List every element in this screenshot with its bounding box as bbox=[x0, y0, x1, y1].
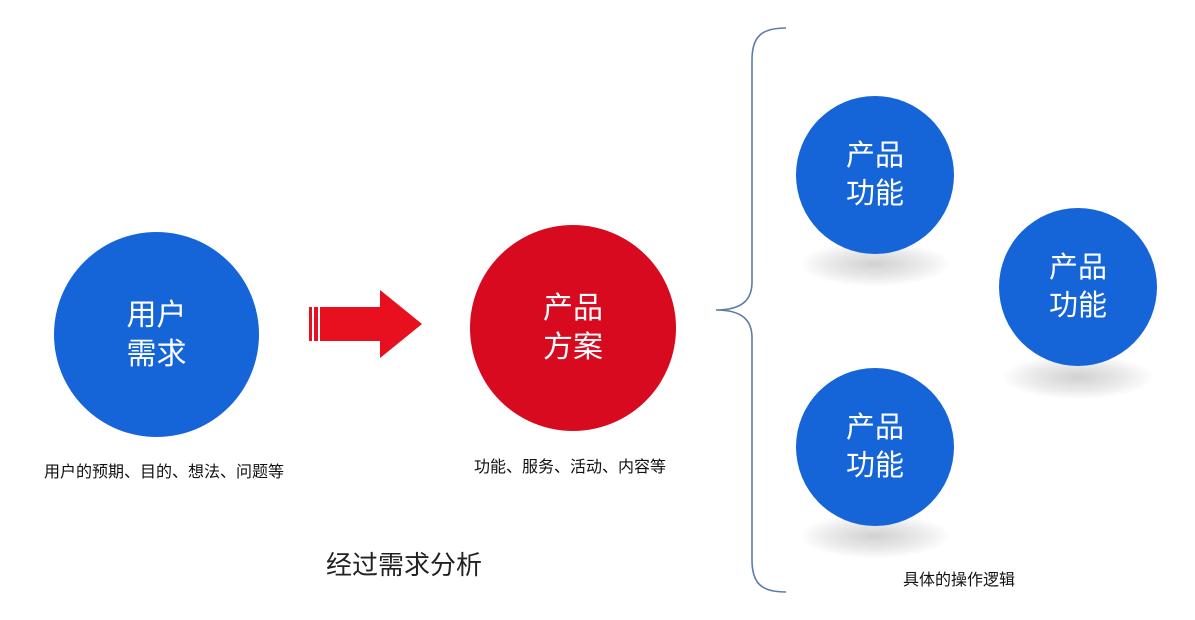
feature-1-line2: 功能 bbox=[845, 176, 904, 210]
product-plan-line1: 产品 bbox=[543, 291, 603, 326]
user-need-caption: 用户的预期、目的、想法、问题等 bbox=[44, 462, 285, 481]
curly-brace-icon bbox=[715, 27, 787, 593]
feature-3-line2: 功能 bbox=[845, 448, 904, 482]
user-need-line1: 用户 bbox=[126, 297, 187, 333]
feature-node-2: 产品 功能 bbox=[999, 208, 1157, 366]
right-arrow-icon bbox=[309, 290, 422, 358]
product-plan-caption: 功能、服务、活动、内容等 bbox=[474, 457, 667, 476]
feature-2-line2: 功能 bbox=[1048, 288, 1107, 322]
feature-2-line1: 产品 bbox=[1048, 250, 1107, 285]
feature-1-line1: 产品 bbox=[845, 138, 904, 173]
product-plan-line2: 方案 bbox=[543, 330, 603, 365]
feature-node-1: 产品 功能 bbox=[796, 96, 954, 254]
user-need-node: 用户 需求 bbox=[54, 232, 259, 437]
product-plan-node: 产品 方案 bbox=[470, 225, 676, 431]
feature-3-line1: 产品 bbox=[845, 410, 904, 445]
user-need-line2: 需求 bbox=[126, 336, 187, 372]
logic-label: 具体的操作逻辑 bbox=[903, 570, 1016, 589]
feature-node-3: 产品 功能 bbox=[796, 368, 954, 526]
analysis-label: 经过需求分析 bbox=[326, 551, 483, 578]
